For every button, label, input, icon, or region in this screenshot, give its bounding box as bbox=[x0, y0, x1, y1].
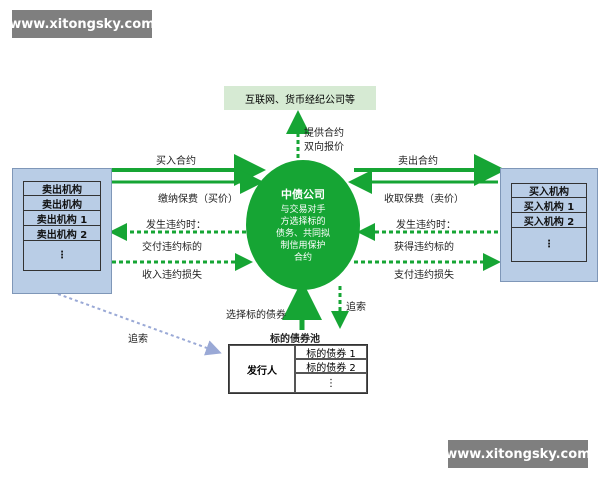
right-party-box: 买入机构 买入机构 1 买入机构 2 ⋮ bbox=[500, 168, 598, 282]
label-pay-premium: 缴纳保费（买价） bbox=[158, 194, 238, 205]
bond-row: ⋮ bbox=[295, 373, 367, 393]
center-line: 债务、共同拟 bbox=[275, 229, 330, 239]
label-receive-default-loss: 收入违约损失 bbox=[142, 270, 202, 281]
left-party-box: 卖出机构 卖出机构 卖出机构 1 卖出机构 2 ⋮ bbox=[12, 168, 112, 294]
center-line: 合约 bbox=[293, 253, 312, 263]
label-recourse-center: 追索 bbox=[346, 302, 366, 313]
bond-pool-table: 发行人 标的债券 1 标的债券 2 ⋮ bbox=[228, 344, 368, 394]
label-provide-quote-2: 双向报价 bbox=[304, 142, 344, 153]
bond-row: 标的债券 1 bbox=[295, 345, 367, 360]
left-party-row: 卖出机构 bbox=[23, 181, 101, 196]
left-party-row: 卖出机构 2 bbox=[23, 226, 101, 241]
bond-label: 标的债券 1 bbox=[306, 348, 356, 360]
watermark-bottom: www.xitongsky.com bbox=[445, 440, 591, 468]
bond-label: 标的债券 2 bbox=[306, 362, 356, 374]
label-default-occurs-right: 发生违约时： bbox=[396, 220, 456, 231]
right-party-row: ⋮ bbox=[511, 228, 587, 262]
center-title: 中债公司 bbox=[281, 188, 325, 201]
right-party-row: 买入机构 1 bbox=[511, 198, 587, 213]
top-box-label: 互联网、货币经纪公司等 bbox=[245, 94, 355, 106]
left-party-list: 卖出机构 卖出机构 卖出机构 1 卖出机构 2 ⋮ bbox=[23, 181, 101, 271]
center-company: 中债公司 与交易对手 方选择标的 债务、共同拟 制信用保护 合约 bbox=[246, 160, 360, 290]
right-party-row: 买入机构 bbox=[511, 183, 587, 198]
issuer-cell: 发行人 bbox=[229, 345, 295, 393]
right-party-row: 买入机构 2 bbox=[511, 213, 587, 228]
watermark-text: www.xitongsky.com bbox=[9, 16, 155, 32]
center-line: 方选择标的 bbox=[280, 217, 326, 227]
bond-label: ⋮ bbox=[326, 377, 336, 389]
right-party-list: 买入机构 买入机构 1 买入机构 2 ⋮ bbox=[511, 183, 587, 262]
label-obtain-default-target: 获得违约标的 bbox=[394, 242, 454, 253]
label-select-target-debt: 选择标的债券 bbox=[226, 310, 286, 321]
watermark-text: www.xitongsky.com bbox=[445, 446, 591, 462]
label-default-occurs-left: 发生违约时： bbox=[146, 220, 206, 231]
left-party-row: 卖出机构 1 bbox=[23, 211, 101, 226]
center-line: 制信用保护 bbox=[280, 241, 326, 251]
center-line: 与交易对手 bbox=[280, 205, 326, 215]
left-party-row: 卖出机构 bbox=[23, 196, 101, 211]
bond-row: 标的债券 2 bbox=[295, 359, 367, 374]
arrow-recourse-left bbox=[57, 293, 222, 356]
issuer-label: 发行人 bbox=[247, 365, 277, 377]
label-recourse-left: 追索 bbox=[128, 334, 148, 345]
watermark-top: www.xitongsky.com bbox=[9, 10, 155, 38]
left-party-row: ⋮ bbox=[23, 241, 101, 271]
label-deliver-default-target: 交付违约标的 bbox=[142, 242, 202, 253]
top-box: 互联网、货币经纪公司等 bbox=[224, 86, 376, 110]
label-buy-contract: 买入合约 bbox=[156, 156, 196, 167]
label-sell-contract: 卖出合约 bbox=[398, 156, 438, 167]
label-pay-default-loss: 支付违约损失 bbox=[394, 270, 454, 281]
label-provide-quote-1: 提供合约 bbox=[304, 128, 344, 139]
pool-title: 标的债券池 bbox=[270, 334, 320, 345]
label-receive-premium: 收取保费（卖价） bbox=[384, 194, 464, 205]
